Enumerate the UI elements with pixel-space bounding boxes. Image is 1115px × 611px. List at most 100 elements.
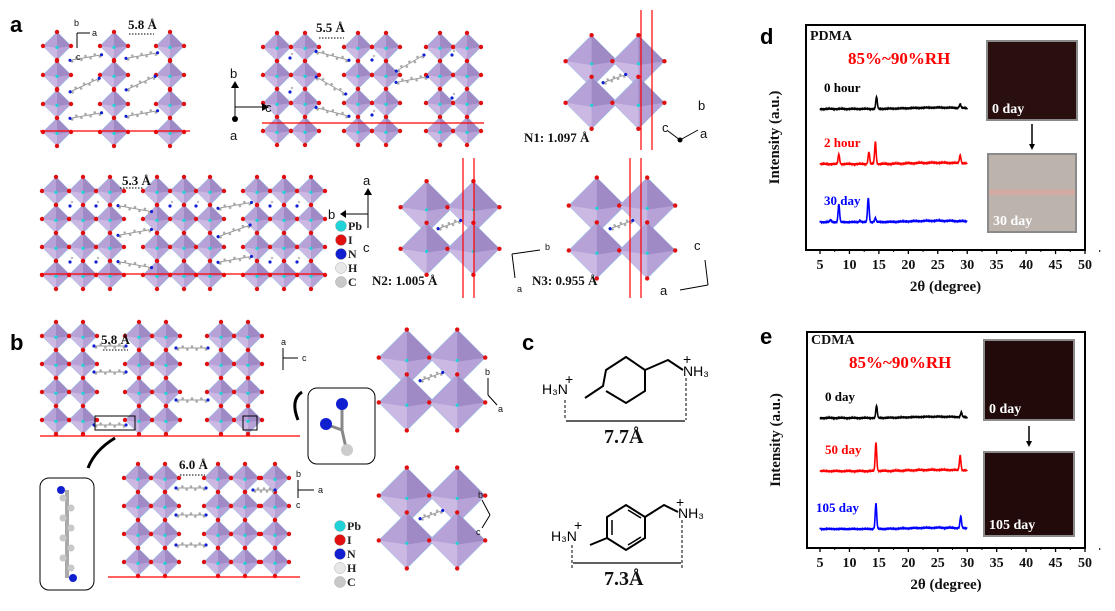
- carbon-atom: [345, 115, 348, 119]
- pb-atom: [438, 74, 442, 78]
- octahedron-shade: [152, 336, 166, 350]
- amine-left-label: H₃N: [551, 528, 577, 544]
- iodine-atom: [122, 389, 128, 395]
- legend-item: H: [334, 561, 357, 575]
- pb-atom: [275, 74, 279, 78]
- octahedron-shade: [297, 219, 311, 233]
- iodine-atom: [218, 347, 224, 353]
- nitrogen-atom: [92, 344, 96, 348]
- nitrogen-atom: [631, 218, 635, 223]
- organic-cation: [92, 369, 128, 375]
- iodine-atom: [464, 30, 470, 36]
- carbon-atom: [452, 49, 456, 53]
- carbon-atom: [88, 83, 91, 86]
- iodine-atom: [302, 142, 308, 148]
- iodine-atom: [163, 431, 169, 437]
- carbon-atom: [75, 114, 78, 118]
- iodine-atom: [181, 202, 187, 208]
- legend-label: Pb: [348, 219, 362, 233]
- carbon-atom: [406, 80, 409, 84]
- pbi6-octahedron: [231, 319, 265, 353]
- bond: [439, 220, 459, 229]
- axis-label: c: [265, 100, 272, 115]
- octahedron-shade: [248, 350, 262, 367]
- carbon-atom: [198, 512, 201, 515]
- carbon-atom: [140, 110, 143, 114]
- nitrogen-atom: [216, 260, 220, 264]
- iodine-atom: [66, 333, 72, 339]
- nitrogen-atom: [92, 370, 96, 374]
- axis-label: c: [694, 238, 701, 253]
- iodine-atom: [66, 417, 72, 423]
- carbon-atom: [435, 509, 439, 513]
- octahedron-shade: [400, 207, 427, 234]
- nitrogen-atom: [249, 200, 254, 205]
- pb-atom: [216, 477, 220, 481]
- octahedron-shade: [42, 219, 56, 233]
- octahedron-shade: [275, 520, 289, 537]
- iodine-atom: [94, 361, 100, 367]
- iodine-atom: [181, 174, 187, 180]
- pbi6-octahedron: [423, 86, 457, 120]
- pb-atom: [168, 131, 172, 135]
- iodine-atom: [404, 327, 409, 332]
- panel-label-c: c: [522, 330, 534, 355]
- carbon-atom: [331, 53, 335, 56]
- organic-cation: [601, 72, 628, 85]
- nitrogen-atom: [273, 488, 277, 492]
- organic-cation: [418, 508, 445, 521]
- iodine-atom: [267, 216, 273, 222]
- organic-cation: [394, 75, 430, 85]
- series-line-0-hour: [819, 94, 968, 112]
- octahedron-shade: [426, 222, 453, 253]
- carbon-atom: [149, 109, 153, 112]
- octahedron-shade: [647, 222, 676, 255]
- pbi6-octahedron: [294, 174, 328, 208]
- iodine-atom: [274, 114, 280, 120]
- pbi6-octahedron: [288, 30, 322, 64]
- iodine-atom: [53, 431, 59, 437]
- iodine-atom: [288, 44, 294, 50]
- octahedron-shade: [43, 46, 57, 60]
- iodine-atom: [80, 431, 86, 437]
- pbi6-octahedron: [240, 174, 274, 208]
- pb-atom: [112, 103, 116, 107]
- iodine-atom: [464, 114, 470, 120]
- carbon-atom: [194, 545, 197, 548]
- iodine-atom: [181, 230, 187, 236]
- interlayer-distance-b2: 6.0 Å: [179, 457, 209, 476]
- carbon-atom: [416, 55, 419, 59]
- iodine-atom: [181, 72, 187, 78]
- highlight-box: [242, 415, 258, 431]
- pb-atom: [303, 102, 307, 106]
- legend-label: C: [347, 575, 356, 589]
- axis-label: a: [660, 283, 668, 298]
- axis-label: a: [281, 337, 286, 347]
- octahedron-shade: [453, 47, 467, 61]
- octahedron-shade: [358, 33, 372, 50]
- iodine-atom: [383, 142, 389, 148]
- octahedron-shade: [305, 61, 319, 78]
- octahedron-shade: [386, 89, 400, 106]
- iodine-atom: [176, 475, 182, 481]
- iodine-atom: [316, 72, 322, 78]
- carbon-atom: [341, 444, 353, 456]
- nitrogen-atom: [155, 51, 160, 55]
- photo-label: 30 day: [993, 214, 1032, 229]
- octahedron-shade: [207, 336, 221, 350]
- carbon-atom: [397, 69, 401, 73]
- octahedron-shade: [284, 261, 298, 278]
- iodine-atom: [636, 126, 641, 131]
- pb-atom: [273, 561, 277, 566]
- iodine-atom: [281, 286, 287, 292]
- carbon-atom: [181, 485, 184, 488]
- series-label: 105 day: [816, 500, 859, 515]
- pb-atom: [182, 190, 186, 194]
- octahedron-shade: [234, 420, 248, 434]
- pbi6-octahedron: [228, 545, 262, 579]
- octahedron-shade: [56, 177, 70, 194]
- axis-label: a: [230, 128, 238, 143]
- iodine-atom: [240, 216, 246, 222]
- atom-swatch: [334, 520, 346, 532]
- octahedron-shade: [257, 205, 271, 222]
